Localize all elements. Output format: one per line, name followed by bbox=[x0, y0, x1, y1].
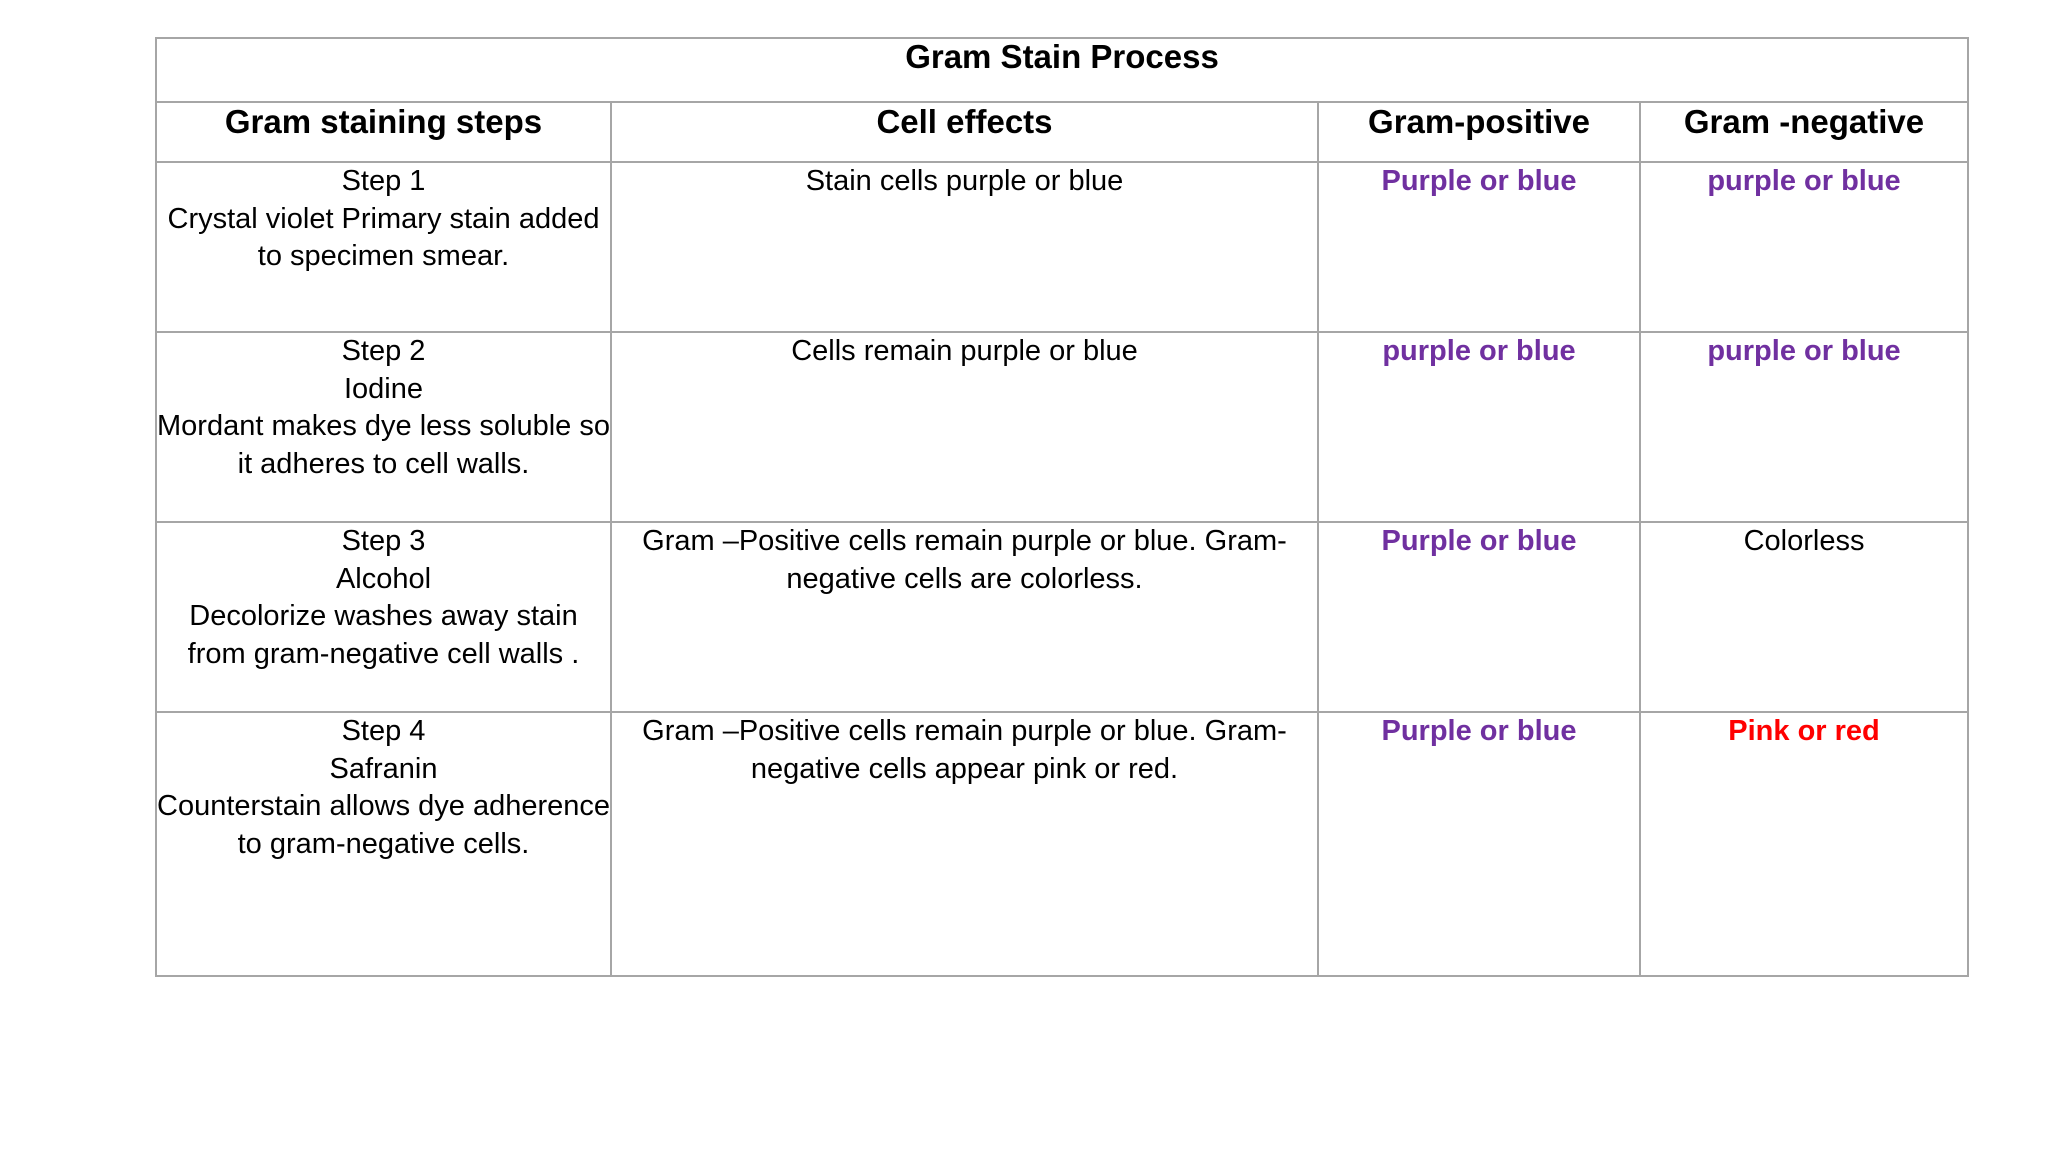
gram-positive-result-text: Purple or blue bbox=[1381, 165, 1577, 197]
cell-gram-positive: Purple or blue bbox=[1317, 711, 1641, 977]
cell-step-description: Step 2 Iodine Mordant makes dye less sol… bbox=[155, 331, 612, 523]
step-description-text: Step 1 Crystal violet Primary stain adde… bbox=[167, 165, 600, 273]
cell-gram-negative: Colorless bbox=[1638, 521, 1970, 713]
cell-gram-negative: purple or blue bbox=[1638, 331, 1970, 523]
column-header-gram-positive: Gram-positive bbox=[1317, 101, 1641, 163]
cell-effects: Cells remain purple or blue bbox=[610, 331, 1319, 523]
column-header-steps: Gram staining steps bbox=[155, 101, 612, 163]
table-row: Step 1 Crystal violet Primary stain adde… bbox=[155, 161, 1970, 333]
column-header-gram-negative-label: Gram -negative bbox=[1683, 103, 1925, 140]
gram-negative-result-text: purple or blue bbox=[1707, 335, 1901, 367]
gram-negative-result-text: Colorless bbox=[1743, 525, 1865, 557]
cell-effects-text: Gram –Positive cells remain purple or bl… bbox=[642, 525, 1287, 595]
page-title: Gram Stain Process bbox=[905, 38, 1219, 75]
cell-gram-positive: Purple or blue bbox=[1317, 521, 1641, 713]
column-header-steps-label: Gram staining steps bbox=[224, 103, 543, 140]
gram-positive-result-text: Purple or blue bbox=[1381, 525, 1577, 557]
gram-negative-result-text: purple or blue bbox=[1707, 165, 1901, 197]
cell-effects: Stain cells purple or blue bbox=[610, 161, 1319, 333]
cell-gram-positive: Purple or blue bbox=[1317, 161, 1641, 333]
table-row: Step 2 Iodine Mordant makes dye less sol… bbox=[155, 331, 1970, 523]
gram-positive-result-text: Purple or blue bbox=[1381, 715, 1577, 747]
cell-gram-positive: purple or blue bbox=[1317, 331, 1641, 523]
cell-gram-negative: Pink or red bbox=[1638, 711, 1970, 977]
column-header-cell-effects-label: Cell effects bbox=[876, 103, 1053, 140]
table-row: Step 3 Alcohol Decolorize washes away st… bbox=[155, 521, 1970, 713]
cell-gram-negative: purple or blue bbox=[1638, 161, 1970, 333]
gram-positive-result-text: purple or blue bbox=[1382, 335, 1576, 367]
cell-effects-text: Cells remain purple or blue bbox=[791, 335, 1138, 367]
cell-step-description: Step 4 Safranin Counterstain allows dye … bbox=[155, 711, 612, 977]
gram-stain-table-container: Gram Stain Process Gram staining steps C… bbox=[154, 37, 1970, 977]
column-header-gram-positive-label: Gram-positive bbox=[1368, 103, 1590, 140]
cell-effects-text: Stain cells purple or blue bbox=[805, 165, 1124, 197]
step-description-text: Step 2 Iodine Mordant makes dye less sol… bbox=[157, 335, 610, 481]
cell-effects-text: Gram –Positive cells remain purple or bl… bbox=[642, 715, 1287, 785]
gram-negative-result-text: Pink or red bbox=[1728, 715, 1880, 747]
table-header-row: Gram staining steps Cell effects Gram-po… bbox=[155, 101, 1970, 163]
table-title-cell: Gram Stain Process bbox=[154, 37, 1970, 103]
table-row: Step 4 Safranin Counterstain allows dye … bbox=[155, 711, 1970, 977]
cell-effects: Gram –Positive cells remain purple or bl… bbox=[610, 711, 1319, 977]
cell-step-description: Step 3 Alcohol Decolorize washes away st… bbox=[155, 521, 612, 713]
column-header-gram-negative: Gram -negative bbox=[1638, 101, 1970, 163]
table-title-row: Gram Stain Process bbox=[154, 37, 1970, 103]
column-header-cell-effects: Cell effects bbox=[610, 101, 1319, 163]
gram-stain-table: Gram Stain Process Gram staining steps C… bbox=[154, 37, 1970, 977]
step-description-text: Step 4 Safranin Counterstain allows dye … bbox=[157, 715, 610, 861]
cell-effects: Gram –Positive cells remain purple or bl… bbox=[610, 521, 1319, 713]
step-description-text: Step 3 Alcohol Decolorize washes away st… bbox=[187, 525, 580, 671]
cell-step-description: Step 1 Crystal violet Primary stain adde… bbox=[155, 161, 612, 333]
